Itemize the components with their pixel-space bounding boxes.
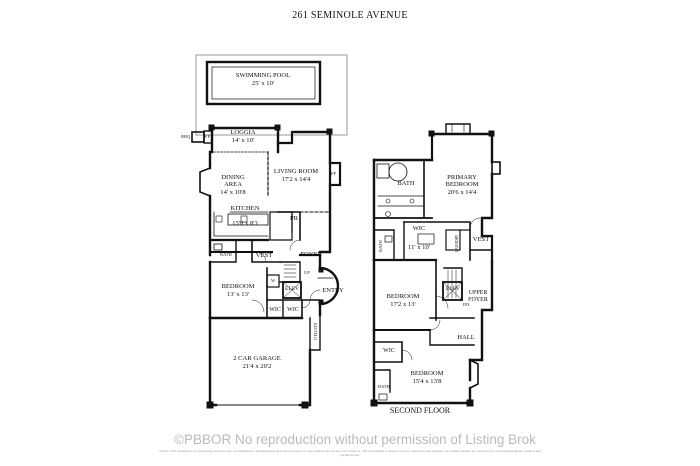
pool-deck xyxy=(195,54,348,136)
room-foyer: FOYER xyxy=(300,251,322,258)
second-floor-plan xyxy=(370,123,501,407)
room-wic-2: WIC xyxy=(287,307,299,313)
room-wic-upper: WIC xyxy=(383,348,395,354)
tag-bath-small: BATH xyxy=(378,384,390,389)
room-wic-1: WIC xyxy=(269,307,281,313)
plan-title: 261 SEMINOLE AVENUE xyxy=(292,10,408,21)
tag-fireplace-loggia: FP xyxy=(205,134,211,139)
tag-w: W xyxy=(271,278,276,283)
tag-fireplace-living: FP xyxy=(331,171,337,176)
tag-stair-down: DN xyxy=(463,302,470,307)
tag-bath-vertical: BATH xyxy=(378,240,383,252)
room-upper-foyer: UPPER FOYER xyxy=(468,289,488,304)
second-floor-label: SECOND FLOOR xyxy=(389,406,451,415)
room-vest-upper: VEST xyxy=(472,236,490,243)
tag-laundry: LAUNDRY xyxy=(455,234,459,252)
room-vest: VEST xyxy=(255,252,273,259)
swimming-pool-inner xyxy=(211,66,316,100)
tag-bath: BATH xyxy=(220,252,232,257)
room-elevator-upper: ELEV xyxy=(445,286,461,292)
room-hall: HALL xyxy=(457,334,475,341)
disclaimer: Notice: This rendering is for marketing … xyxy=(159,449,541,457)
first-floor-plan xyxy=(191,54,348,409)
room-primary-bath: BATH xyxy=(397,180,415,187)
tag-bbq: BBQ xyxy=(181,134,191,139)
watermark: ©PBBOR No reproduction without permissio… xyxy=(174,432,536,447)
room-entry: ENTRY xyxy=(322,287,344,294)
room-elevator: ELEV xyxy=(284,286,300,292)
room-powder-room: PR xyxy=(289,215,299,222)
tag-stair-up: UP xyxy=(304,270,310,275)
swimming-pool xyxy=(205,60,322,106)
tag-utility: UTILITY xyxy=(313,322,318,340)
